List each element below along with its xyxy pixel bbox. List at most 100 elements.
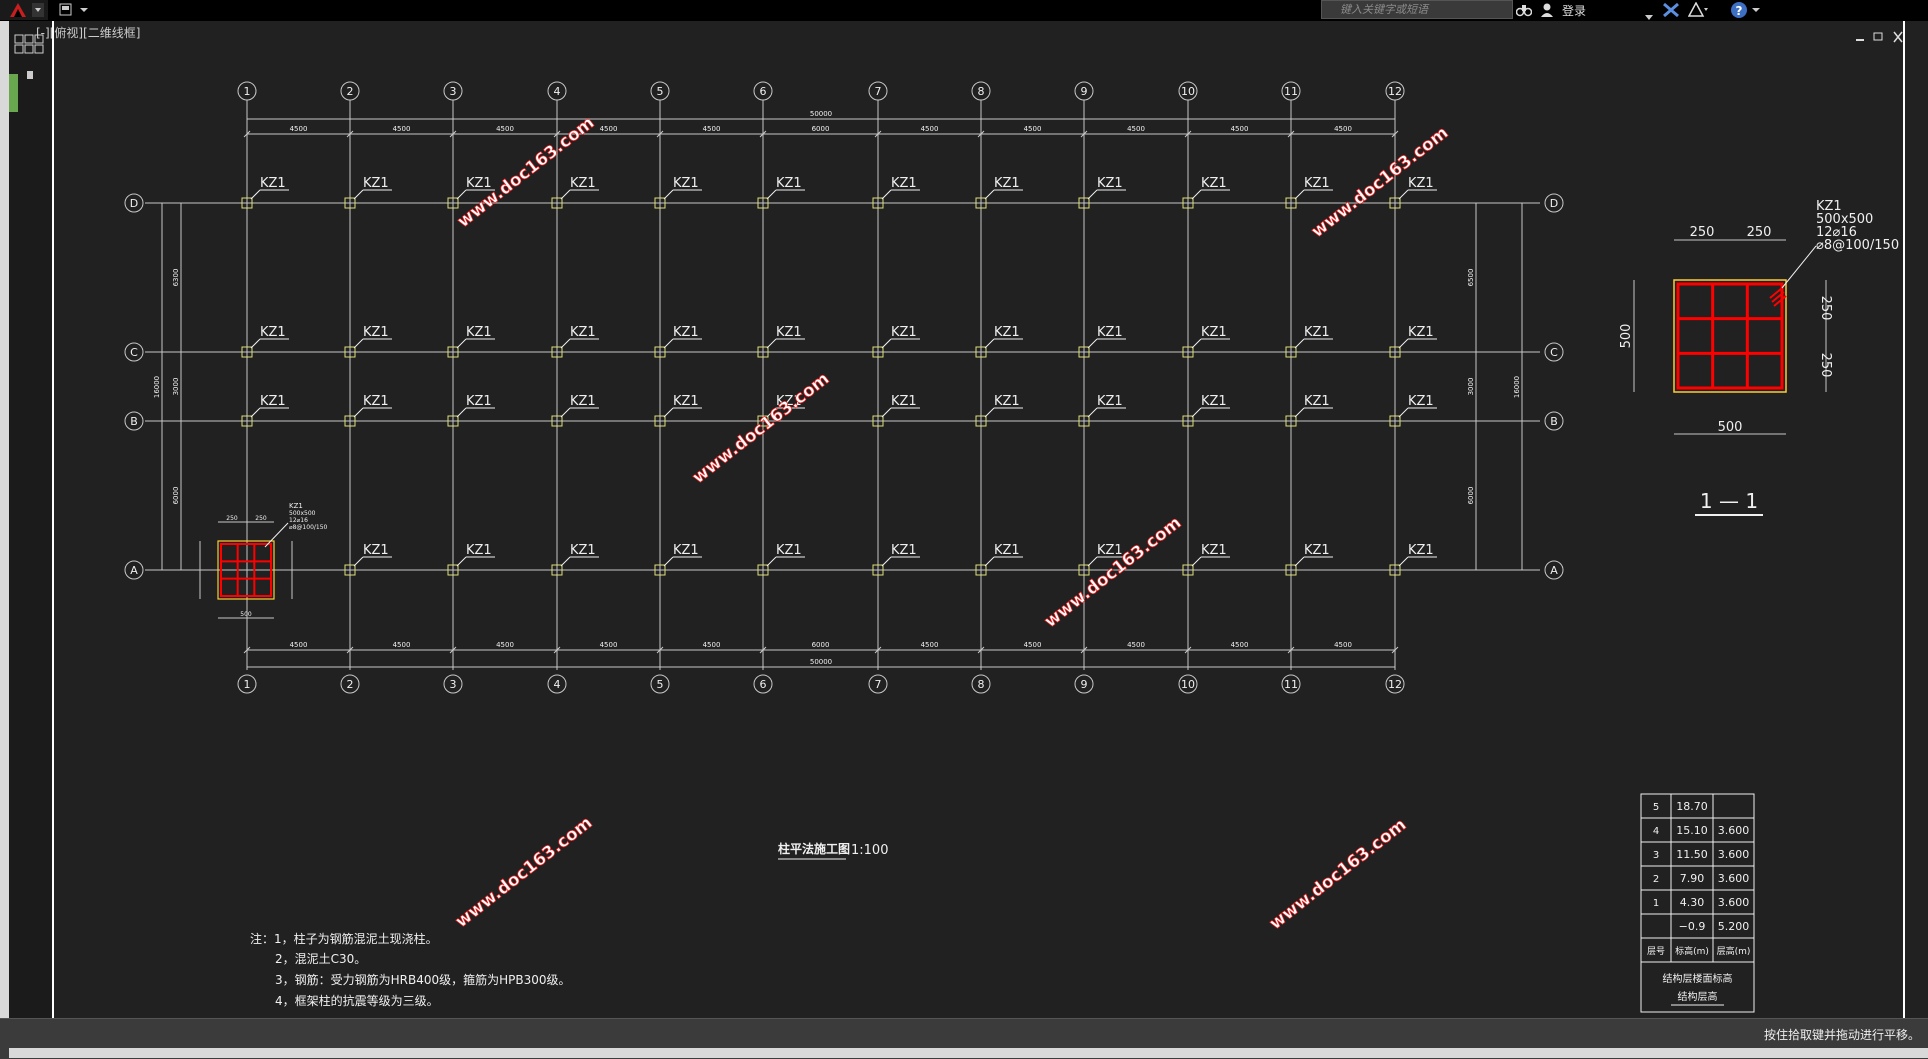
layer-indicator [9,74,18,112]
column-B4 [551,415,563,427]
bottom-span-3: 4500 [496,641,514,649]
small-section-top-dim-1: 250 [226,515,238,522]
column-B1 [241,415,253,427]
column-leader-A11 [1294,556,1305,567]
column-label-D8: KZ1 [994,176,1020,191]
column-leader-C11 [1294,338,1305,349]
column-leader-A9 [1087,556,1098,567]
column-B2 [344,415,356,427]
column-leader-D4 [560,189,571,200]
chevron-down-icon[interactable] [1645,6,1653,25]
section-top-dim-1: 250 [1690,225,1715,240]
section-stirrup-text: ⌀8@100/150 [1816,238,1899,253]
right-dim-2: 3000 [1467,378,1475,396]
column-D5 [654,197,666,209]
axis-left-A: A [130,564,138,577]
column-leader-A4 [560,556,571,567]
axis-right-A-circle [1544,560,1564,580]
viewport-label[interactable]: [-][俯视][二维线框] [36,26,141,40]
axis-top-7-circle [868,81,888,101]
column-A9 [1078,564,1090,576]
axis-bottom-10: 10 [1181,678,1195,691]
column-A3 [447,564,459,576]
column-C7 [872,346,884,358]
app-menu-button[interactable] [0,0,48,20]
floor-table-header: 层号 [1647,946,1665,957]
column-leader-C1 [250,338,261,349]
axis-bottom-12: 12 [1388,678,1402,691]
column-B11 [1285,415,1297,427]
column-label-D6: KZ1 [776,176,802,191]
column-B7 [872,415,884,427]
floor-table-footer-1: 结构层楼面标高 [1663,972,1733,985]
column-label-B4: KZ1 [570,394,596,409]
axis-bottom-6: 6 [760,678,767,691]
binoculars-icon[interactable] [1515,1,1533,23]
column-label-B2: KZ1 [363,394,389,409]
column-leader-C8 [984,338,995,349]
bottom-span-7: 4500 [921,641,939,649]
bottom-tick-8 [977,646,985,654]
axis-bottom-12-circle [1385,674,1405,694]
column-C2 [344,346,356,358]
column-D1 [241,197,253,209]
column-leader-B12 [1398,407,1409,418]
column-leader-D8 [984,189,995,200]
column-label-B3: KZ1 [466,394,492,409]
axis-top-3-circle [443,81,463,101]
right-dim-3: 6000 [1467,487,1475,505]
axis-bottom-2: 2 [347,678,354,691]
top-tick-7 [874,130,882,138]
column-label-A9: KZ1 [1097,543,1123,558]
column-leader-D7 [881,189,892,200]
column-leader-B1 [250,407,261,418]
axis-bottom-5-circle [650,674,670,694]
column-leader-A12 [1398,556,1409,567]
floor-table-cell: 18.70 [1676,800,1708,813]
column-leader-A8 [984,556,995,567]
watermark-1: www.doc163.com [454,113,599,232]
floor-table-cell: 3 [1653,850,1659,861]
top-span-4: 4500 [600,125,618,133]
login-button[interactable]: 登录 [1562,4,1587,18]
exchange-icon[interactable] [1662,2,1680,22]
column-leader-C7 [881,338,892,349]
axis-bottom-9-circle [1074,674,1094,694]
user-icon[interactable] [1540,2,1554,22]
search-input[interactable]: 键入关键字或短语 [1321,0,1513,19]
small-section-bottom-dim: 500 [240,611,252,618]
column-label-B6: KZ1 [776,394,802,409]
bottom-span-2: 4500 [393,641,411,649]
section-bottom-dim: 500 [1718,420,1743,435]
column-leader-A7 [881,556,892,567]
viewport-window-controls[interactable] [1854,30,1914,48]
top-span-1: 4500 [290,125,308,133]
column-leader-B8 [984,407,995,418]
bottom-span-1: 4500 [290,641,308,649]
column-label-A3: KZ1 [466,543,492,558]
column-leader-A10 [1191,556,1202,567]
axis-top-3: 3 [450,85,457,98]
axis-bottom-11-circle [1281,674,1301,694]
column-leader-C12 [1398,338,1409,349]
axis-bottom-4: 4 [554,678,561,691]
help-icon[interactable]: ? [1730,1,1762,23]
column-label-C10: KZ1 [1201,325,1227,340]
axis-right-D: D [1550,197,1558,210]
axis-top-4-circle [547,81,567,101]
connect-icon[interactable] [1687,1,1708,22]
column-label-C6: KZ1 [776,325,802,340]
column-leader-D5 [663,189,674,200]
column-label-D3: KZ1 [466,176,492,191]
column-leader-A6 [766,556,777,567]
column-label-B8: KZ1 [994,394,1020,409]
axis-top-6: 6 [760,85,767,98]
axis-bottom-8: 8 [978,678,985,691]
column-D3 [447,197,459,209]
column-label-B1: KZ1 [260,394,286,409]
quick-access-toolbar[interactable] [56,0,96,20]
column-label-A4: KZ1 [570,543,596,558]
column-C11 [1285,346,1297,358]
floor-table-cell: 11.50 [1676,848,1708,861]
